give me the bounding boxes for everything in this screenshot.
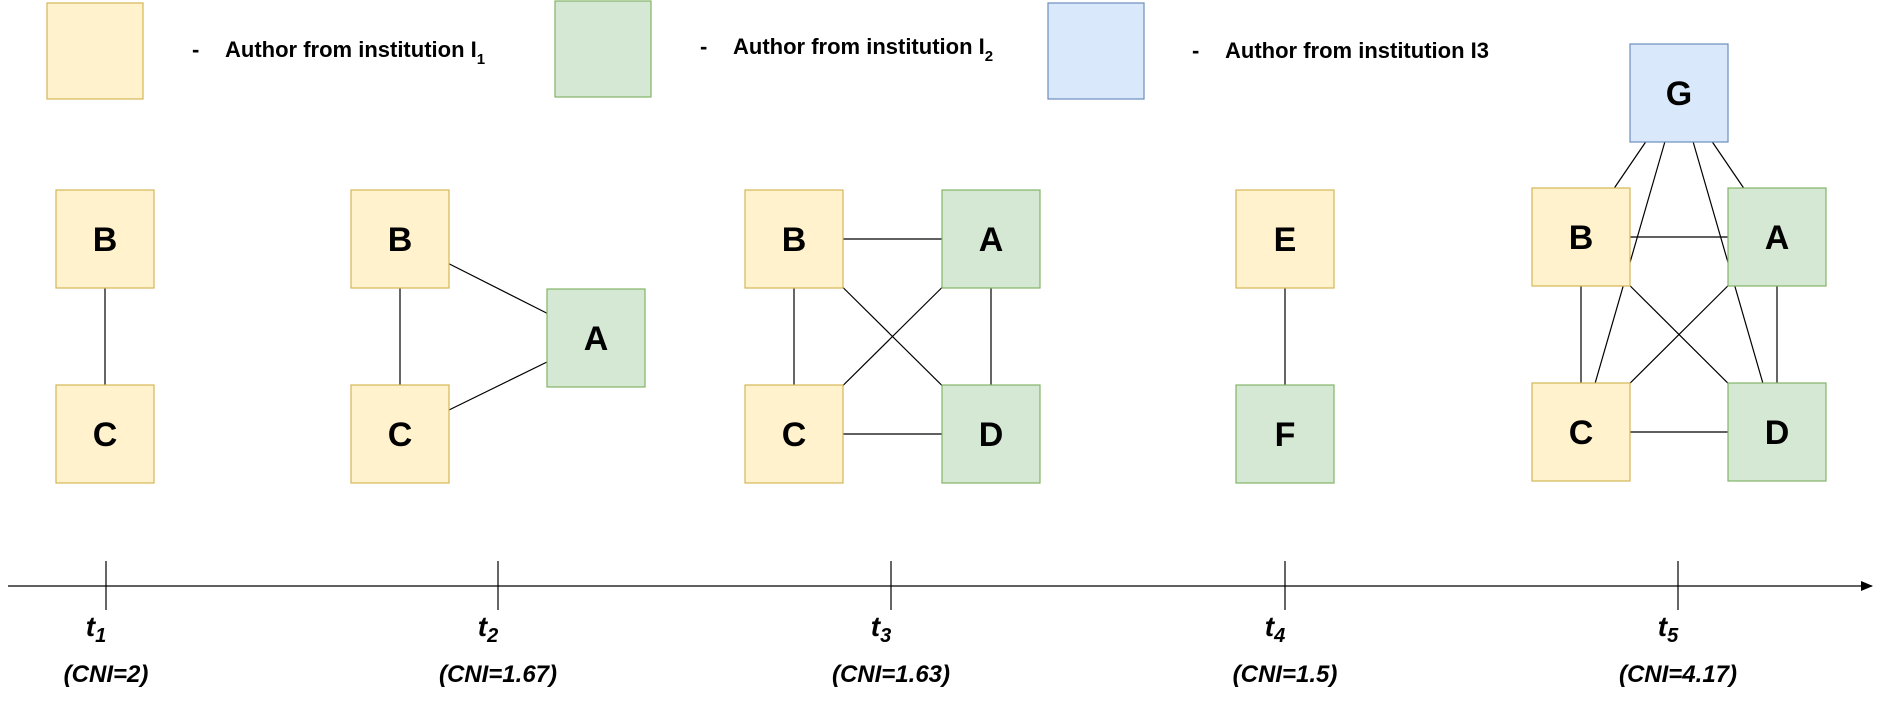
- author-node: [941, 189, 1041, 289]
- timeline-tick-label: t5: [1658, 611, 1679, 647]
- author-node-label: E: [1274, 221, 1297, 259]
- network-snapshot: B C A: [350, 189, 646, 484]
- author-node-label: D: [1765, 414, 1790, 452]
- legend-swatch-institution-3: [1047, 2, 1145, 100]
- network-snapshot: B A C D: [744, 189, 1041, 484]
- timeline-tick-label: t2: [478, 611, 498, 647]
- network-snapshot: EF: [1235, 189, 1335, 484]
- author-node: [941, 384, 1041, 484]
- cni-value-label: (CNI=4.17): [1619, 661, 1737, 688]
- author-node-label: G: [1666, 75, 1692, 113]
- author-node-label: C: [1569, 414, 1594, 452]
- author-node: [1531, 187, 1631, 287]
- author-node: [1235, 384, 1335, 484]
- collaboration-edge: [1613, 141, 1647, 189]
- author-node: [350, 189, 450, 289]
- author-node-label: A: [979, 221, 1004, 259]
- author-node: [1235, 189, 1335, 289]
- author-node-label: D: [979, 416, 1004, 454]
- author-node-label: A: [1765, 219, 1790, 257]
- author-node: [55, 189, 155, 289]
- network-snapshot: G B A C D: [1531, 43, 1827, 482]
- author-node-label: C: [93, 416, 118, 454]
- collaboration-edge: [448, 361, 548, 411]
- legend: - Author from institution I1 - Author fr…: [46, 0, 1489, 100]
- cni-value-label: (CNI=1.67): [439, 661, 557, 688]
- timeline-ticks: t1 (CNI=2) t2 (CNI=1.67) t3 (CNI=1.63) t4 (CNI=…: [64, 561, 1737, 688]
- author-node: [1629, 43, 1729, 143]
- author-node-label: B: [388, 221, 413, 259]
- author-node: [55, 384, 155, 484]
- cni-value-label: (CNI=1.5): [1233, 661, 1338, 688]
- cni-value-label: (CNI=1.63): [832, 661, 950, 688]
- legend-dash: -: [1192, 38, 1199, 63]
- author-node: [1727, 382, 1827, 482]
- collaboration-edge: [1711, 141, 1745, 189]
- author-node: [1727, 187, 1827, 287]
- author-node: [546, 288, 646, 388]
- author-node-label: B: [1569, 219, 1594, 257]
- author-node-label: C: [782, 416, 807, 454]
- legend-dash: -: [192, 37, 199, 62]
- network-snapshot: BC: [55, 189, 155, 484]
- collaboration-edge: [448, 263, 548, 314]
- author-node-label: C: [388, 416, 413, 454]
- author-node-label: A: [584, 320, 609, 358]
- author-node: [350, 384, 450, 484]
- timeline-tick-label: t1: [86, 611, 106, 647]
- legend-label-institution-2: Author from institution I2: [733, 34, 993, 65]
- author-node: [744, 189, 844, 289]
- author-node-label: F: [1275, 416, 1296, 454]
- collaboration-edge: [1629, 285, 1729, 384]
- cni-value-label: (CNI=2): [64, 661, 149, 688]
- timeline-tick-label: t4: [1265, 611, 1285, 647]
- author-node-label: B: [93, 221, 118, 259]
- collaboration-edge: [842, 287, 943, 386]
- legend-label-institution-3: Author from institution I3: [1225, 38, 1489, 63]
- author-node: [1531, 382, 1631, 482]
- author-node-label: B: [782, 221, 807, 259]
- legend-dash: -: [700, 34, 707, 59]
- legend-swatch-institution-2: [554, 0, 652, 98]
- legend-swatch-institution-1: [46, 2, 144, 100]
- author-node: [744, 384, 844, 484]
- legend-label-institution-1: Author from institution I1: [225, 37, 485, 68]
- timeline-tick-label: t3: [871, 611, 891, 647]
